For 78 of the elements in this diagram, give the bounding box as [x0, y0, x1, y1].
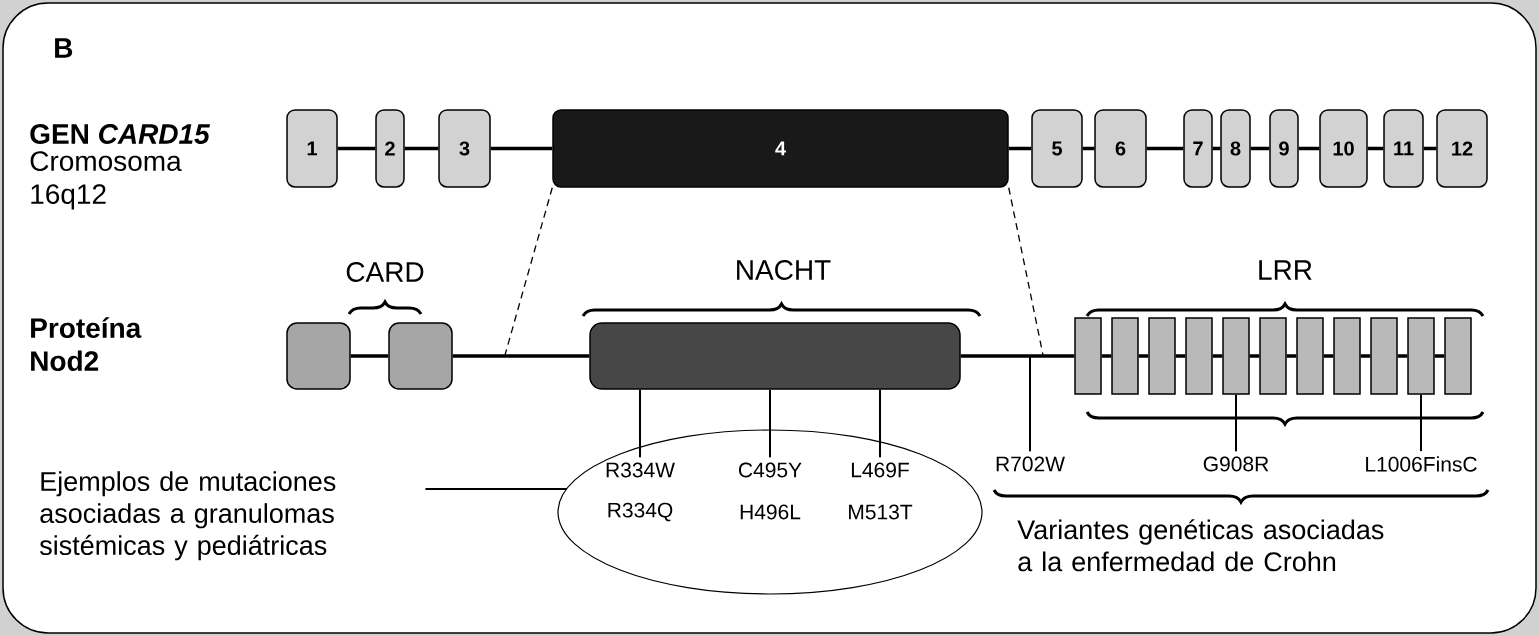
- connector-line: [1175, 354, 1186, 358]
- domain-label: NACHT: [737, 260, 831, 280]
- domain-box: [1333, 317, 1361, 395]
- row-subtitle: Cromosoma 16q12: [30, 151, 182, 210]
- domain-box: [388, 322, 453, 390]
- connector-line: [1323, 354, 1334, 358]
- domain-box: [1407, 317, 1435, 395]
- mutation-label: R334Q: [608, 502, 673, 522]
- connector-line: [350, 354, 389, 358]
- caption-text: Variantes genéticas asociadas a la enfermedad de Crohn: [1017, 519, 1384, 572]
- exon-box: 12: [1436, 109, 1488, 188]
- exon-box: 5: [1031, 109, 1083, 188]
- domain-box: [589, 322, 961, 390]
- connector-line: [1138, 354, 1149, 358]
- caption-text: Ejemplos de mutaciones asociadas a granulomas sistémicas y pediátricas: [39, 471, 336, 561]
- connector-line: [404, 146, 439, 151]
- domain-box: [1296, 317, 1324, 395]
- connector-line: [1146, 146, 1184, 151]
- exon-box: 7: [1183, 109, 1213, 188]
- connector-line: [1101, 354, 1112, 358]
- dashed-line: [1008, 187, 1044, 356]
- mutation-label: H496L: [740, 504, 801, 520]
- leader-line: [639, 388, 641, 459]
- domain-label: CARD: [346, 262, 424, 282]
- mutation-label: M513T: [849, 504, 913, 520]
- leader-line: [1029, 356, 1031, 453]
- leader-line: [1235, 393, 1237, 453]
- row-title: Proteína Nod2: [31, 317, 142, 371]
- domain-box: [1259, 317, 1287, 395]
- connector-line: [1212, 146, 1221, 151]
- connector-line: [1298, 146, 1320, 151]
- exon-box: 1: [286, 109, 338, 188]
- domain-box: [1444, 317, 1472, 395]
- domain-box: [286, 322, 351, 390]
- mutation-label: G908R: [1203, 456, 1269, 472]
- exon-box: 6: [1094, 109, 1147, 188]
- domain-box: [1370, 317, 1398, 395]
- connector-line: [1360, 354, 1371, 358]
- domain-label: LRR: [1259, 260, 1312, 280]
- exon-box: 8: [1220, 109, 1251, 188]
- connector-line: [1008, 146, 1032, 151]
- mutation-label: C495Y: [738, 462, 802, 478]
- domain-box: [1222, 317, 1250, 395]
- connector-line: [1082, 146, 1095, 151]
- connector-line: [1212, 354, 1223, 358]
- connector-line: [1249, 354, 1260, 358]
- row-title: GEN CARD15: [30, 124, 210, 144]
- mutation-label: R334W: [606, 462, 675, 478]
- connector-line: [1250, 146, 1270, 151]
- leader-line: [1420, 393, 1422, 453]
- panel-letter: B: [55, 38, 73, 58]
- connector-line: [960, 354, 1075, 358]
- domain-box: [1111, 317, 1139, 395]
- exon-box: 2: [375, 109, 405, 188]
- leader-line: [424, 488, 568, 490]
- leader-line: [769, 388, 771, 459]
- connector-line: [1397, 354, 1408, 358]
- connector-line: [490, 146, 553, 151]
- exon-box: 10: [1319, 109, 1368, 188]
- exon-box: 9: [1269, 109, 1299, 188]
- domain-box: [1074, 317, 1102, 395]
- exon-box: 3: [438, 109, 491, 188]
- mutation-label: L469F: [851, 462, 909, 478]
- connector-line: [1286, 354, 1297, 358]
- domain-box: [1148, 317, 1176, 395]
- mutation-ellipse: [557, 429, 983, 595]
- connector-line: [452, 354, 590, 358]
- dashed-line: [504, 187, 553, 356]
- domain-box: [1185, 317, 1213, 395]
- mutation-label: L1006FinsC: [1366, 456, 1477, 472]
- exon-box: 11: [1383, 109, 1424, 188]
- connector-line: [1423, 146, 1437, 151]
- connector-line: [1434, 354, 1445, 358]
- connector-line: [337, 146, 376, 151]
- leader-line: [879, 388, 881, 459]
- mutation-label: R702W: [996, 456, 1065, 472]
- exon-box: 4: [552, 109, 1009, 188]
- connector-line: [1367, 146, 1384, 151]
